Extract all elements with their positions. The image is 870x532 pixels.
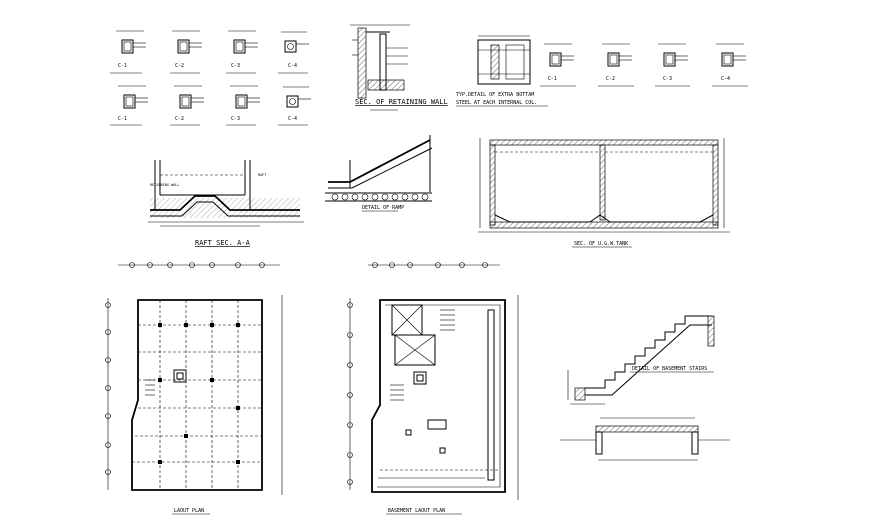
col-label-c4-b: C-4	[288, 116, 297, 122]
layout-plan: LAOUT PLAN	[105, 262, 283, 515]
col-label-right-c4: C-4	[721, 76, 730, 82]
col-label-right-c2: C-2	[606, 76, 615, 82]
extra-steel-title-2: STEEL AT EACH INTERNAL COL.	[456, 100, 537, 106]
basement-layout-plan: BASEMENT LAOUT PLAN	[347, 262, 519, 515]
col-label-right-c1: C-1	[548, 76, 557, 82]
col-label-c1-b: C-1	[118, 116, 127, 122]
col-label-c4: C-4	[288, 63, 297, 69]
raft-section: RETAINING WALL RAFT RAFT SEC. A-A	[148, 160, 304, 247]
tank-title: SEC. OF U.G.W.TANK	[574, 241, 628, 247]
retaining-wall-section: SEC. OF RETAINING WALL	[350, 24, 448, 111]
basement-plan-title: BASEMENT LAOUT PLAN	[388, 508, 445, 514]
svg-text:RAFT: RAFT	[258, 173, 267, 177]
col-label-c1: C-1	[118, 63, 127, 69]
beam-detail	[560, 417, 730, 461]
col-label-c3-b: C-3	[231, 116, 240, 122]
ugw-tank-section: SEC. OF U.G.W.TANK	[478, 138, 730, 248]
col-label-c3: C-3	[231, 63, 240, 69]
svg-text:RETAINING WALL: RETAINING WALL	[150, 183, 180, 187]
layout-plan-title: LAOUT PLAN	[174, 508, 204, 514]
ramp-detail: DETAIL OF RAMP	[325, 135, 433, 212]
basement-stairs-detail: DETAIL OF BASEMENT STAIRS	[567, 315, 715, 405]
col-label-right-c3: C-3	[663, 76, 672, 82]
stairs-title: DETAIL OF BASEMENT STAIRS	[632, 366, 707, 372]
extra-steel-detail: TYP.DETAIL OF EXTRA BOTTAM STEEL AT EACH…	[456, 35, 548, 107]
extra-steel-title-1: TYP.DETAIL OF EXTRA BOTTAM	[456, 92, 534, 98]
column-details-group: C-1 C-2 C-3 C-4 C-1 C-2 C-3 C-4	[110, 30, 312, 126]
col-label-c2: C-2	[175, 63, 184, 69]
ramp-title: DETAIL OF RAMP	[362, 205, 404, 211]
col-label-c2-b: C-2	[175, 116, 184, 122]
retaining-wall-title: SEC. OF RETAINING WALL	[355, 98, 448, 106]
column-details-right: C-1 C-2 C-3 C-4	[540, 43, 748, 87]
raft-title: RAFT SEC. A-A	[195, 239, 251, 247]
